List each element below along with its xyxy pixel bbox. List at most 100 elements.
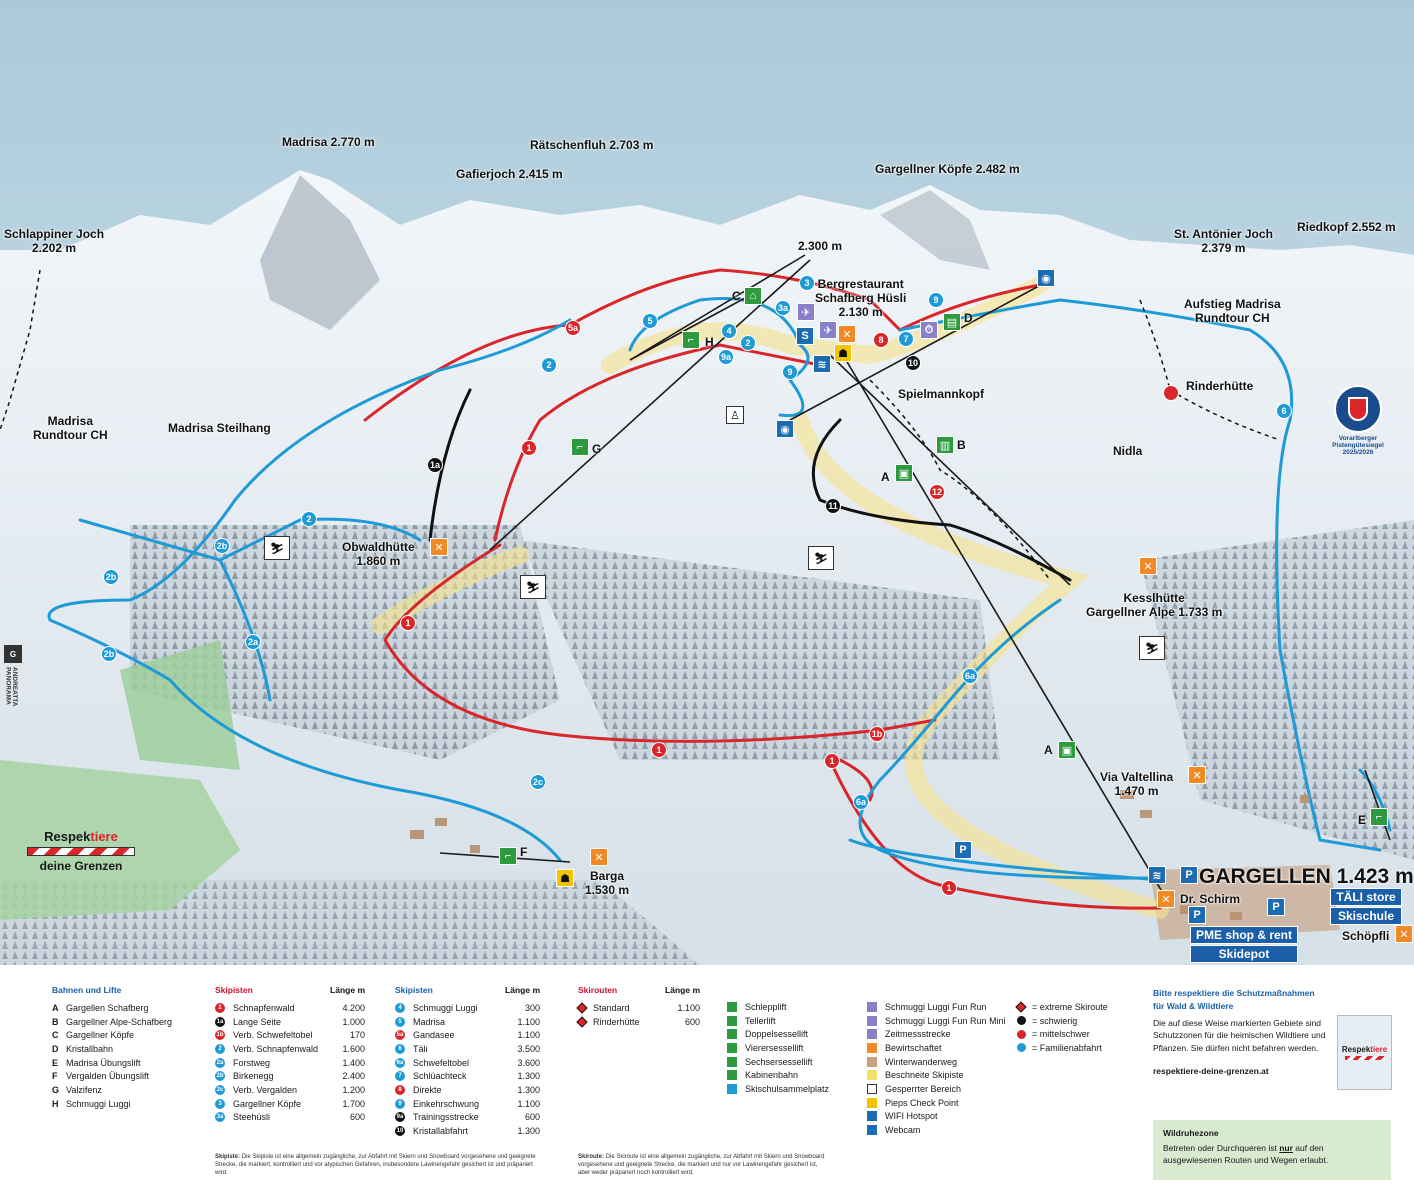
lift-letter-a[interactable]: A xyxy=(881,470,890,484)
piste-marker-9a[interactable]: 10 xyxy=(905,355,921,371)
lift-icon-a-gondola[interactable]: ▣ xyxy=(895,464,913,482)
webcam-icon[interactable]: ◉ xyxy=(1037,269,1055,287)
info-box-pme-shop[interactable]: PME shop & rent xyxy=(1190,926,1298,944)
parking-icon[interactable]: P xyxy=(1188,906,1206,924)
piste-marker-9[interactable]: 9 xyxy=(928,292,944,308)
info-box-taeli-store[interactable]: TÄLI store xyxy=(1330,888,1402,906)
parking-icon[interactable]: P xyxy=(1267,898,1285,916)
panorama-credit-text: ANDREATTA PANORAMA xyxy=(4,667,19,707)
piste-marker-9[interactable]: 9 xyxy=(782,364,798,380)
webcam-icon[interactable]: ◉ xyxy=(776,420,794,438)
piste-marker-2[interactable]: 2 xyxy=(541,357,557,373)
restaurant-icon-dr-schirm[interactable]: ✕ xyxy=(1157,890,1175,908)
peak-label-madrisa: Madrisa 2.770 m xyxy=(282,135,375,149)
lift-icon-e[interactable]: ⌐ xyxy=(1370,808,1388,826)
wifi-icon[interactable]: ≋ xyxy=(1148,866,1166,884)
wifi-icon[interactable]: ≋ xyxy=(813,355,831,373)
piste-marker-1[interactable]: 1 xyxy=(400,615,416,631)
piste-marker-7[interactable]: 7 xyxy=(898,331,914,347)
lift-icon-g[interactable]: ⌐ xyxy=(571,438,589,456)
hiker-icon[interactable]: ♙ xyxy=(726,406,744,424)
piste-marker-11[interactable]: 12 xyxy=(929,484,945,500)
legend-piste-name: Gargellner Köpfe xyxy=(233,1098,302,1109)
skischule-icon[interactable]: S xyxy=(796,327,814,345)
legend-piste-icon: 4 xyxy=(395,1002,405,1013)
piste-marker-10[interactable]: 11 xyxy=(825,498,841,514)
piste-marker-1[interactable]: 1 xyxy=(521,440,537,456)
piste-marker-2b[interactable]: 2b xyxy=(214,538,230,554)
respekt-info-url[interactable]: respektiere-deine-grenzen.at xyxy=(1153,1065,1269,1076)
legend-lifttype-name: Skischulsammelplatz xyxy=(745,1083,830,1094)
piste-marker-1a[interactable]: 1a xyxy=(427,457,443,473)
piste-marker-9[interactable]: 9a xyxy=(718,349,734,365)
piste-marker-12[interactable] xyxy=(1163,385,1179,401)
legend-lift-key: C xyxy=(52,1030,59,1041)
piste-marker-5[interactable]: 5 xyxy=(642,313,658,329)
restaurant-icon-schoepfli[interactable]: ✕ xyxy=(1395,925,1413,943)
piste-marker-3a[interactable]: 3a xyxy=(775,300,791,316)
piste-marker-2b[interactable]: 2b xyxy=(103,569,119,585)
legend-difficulty-row: = extreme Skiroute xyxy=(1015,1000,1137,1014)
lift-icon-b[interactable]: ▥ xyxy=(936,436,954,454)
piste-marker-2[interactable]: 2 xyxy=(301,511,317,527)
legend-lift-name: Kristallbahn xyxy=(66,1043,114,1054)
lift-letter-c[interactable]: C xyxy=(732,289,741,303)
restaurant-icon-kesslhuette[interactable]: ✕ xyxy=(1139,557,1157,575)
lift-icon-d[interactable]: ▤ xyxy=(943,313,961,331)
legend-symbol-name: Beschneite Skipiste xyxy=(885,1070,964,1081)
pieps-check-icon[interactable]: ☗ xyxy=(556,869,574,887)
piste-marker-6[interactable]: 6 xyxy=(1276,403,1292,419)
lift-letter-h[interactable]: H xyxy=(705,335,714,349)
lift-letter-d[interactable]: D xyxy=(964,311,973,325)
label-kesslhuette: Kesslhütte Gargellner Alpe 1.733 m xyxy=(1086,591,1223,619)
zeitmessstrecke-icon[interactable]: ⏱ xyxy=(920,321,938,339)
lift-icon-c[interactable]: ⌂ xyxy=(744,287,762,305)
parking-icon[interactable]: P xyxy=(954,841,972,859)
info-box-skidepot[interactable]: Skidepot xyxy=(1190,945,1298,963)
pieps-check-icon[interactable]: ☗ xyxy=(834,344,852,362)
restaurant-icon-obwaldhuette[interactable]: ✕ xyxy=(430,538,448,556)
lift-letter-a[interactable]: A xyxy=(1044,743,1053,757)
piste-marker-1b[interactable]: 1b xyxy=(869,726,885,742)
legend-lift-key: B xyxy=(52,1016,59,1027)
legend-bahnen-title: Bahnen und Lifte xyxy=(52,985,122,995)
piste-marker-5a[interactable]: 5a xyxy=(565,320,581,336)
restaurant-icon[interactable]: ✕ xyxy=(838,325,856,343)
piste-marker-1[interactable]: 1 xyxy=(651,742,667,758)
lift-letter-g[interactable]: G xyxy=(592,442,602,456)
piste-marker-1[interactable]: 1 xyxy=(941,880,957,896)
restaurant-icon-barga[interactable]: ✕ xyxy=(590,848,608,866)
legend-piste-name: Kristallabfahrt xyxy=(413,1126,469,1137)
parking-icon[interactable]: P xyxy=(1180,866,1198,884)
piste-marker-6a[interactable]: 6a xyxy=(853,794,869,810)
lift-icon-f[interactable]: ⌐ xyxy=(499,847,517,865)
restaurant-icon-via-valtellina[interactable]: ✕ xyxy=(1188,766,1206,784)
lift-letter-f[interactable]: F xyxy=(520,845,528,859)
lift-icon-h[interactable]: ⌐ xyxy=(682,331,700,349)
piste-marker-2[interactable]: 2 xyxy=(740,335,756,351)
peak-label-gafierjoch: Gafierjoch 2.415 m xyxy=(456,167,563,181)
fun-run-mini-icon[interactable]: ✈ xyxy=(797,303,815,321)
piste-marker-2b[interactable]: 2b xyxy=(101,646,117,662)
piste-marker-3[interactable]: 3 xyxy=(799,275,815,291)
lift-letter-b[interactable]: B xyxy=(957,438,966,452)
info-box-skischule[interactable]: Skischule xyxy=(1330,907,1402,925)
piste-marker-2a[interactable]: 2a xyxy=(245,634,261,650)
piste-marker-2c[interactable]: 2c xyxy=(530,774,546,790)
piste-marker-4[interactable]: 4 xyxy=(721,323,737,339)
legend-symbol-icon xyxy=(867,1111,877,1122)
fun-run-icon[interactable]: ✈ xyxy=(819,321,837,339)
piste-marker-8[interactable]: 8 xyxy=(873,332,889,348)
piste-marker-6a[interactable]: 6a xyxy=(962,668,978,684)
legend-piste-length: 600 xyxy=(349,1112,365,1123)
ski-map[interactable]: Madrisa 2.770 m Rätschenfluh 2.703 m Gaf… xyxy=(0,0,1414,965)
piste-marker-1[interactable]: 1 xyxy=(824,753,840,769)
lift-letter-e[interactable]: E xyxy=(1358,813,1367,827)
legend-lifttype-icon xyxy=(727,1042,737,1053)
lift-icon-a-valley[interactable]: ▣ xyxy=(1058,741,1076,759)
legend-lift-key: H xyxy=(52,1098,59,1109)
